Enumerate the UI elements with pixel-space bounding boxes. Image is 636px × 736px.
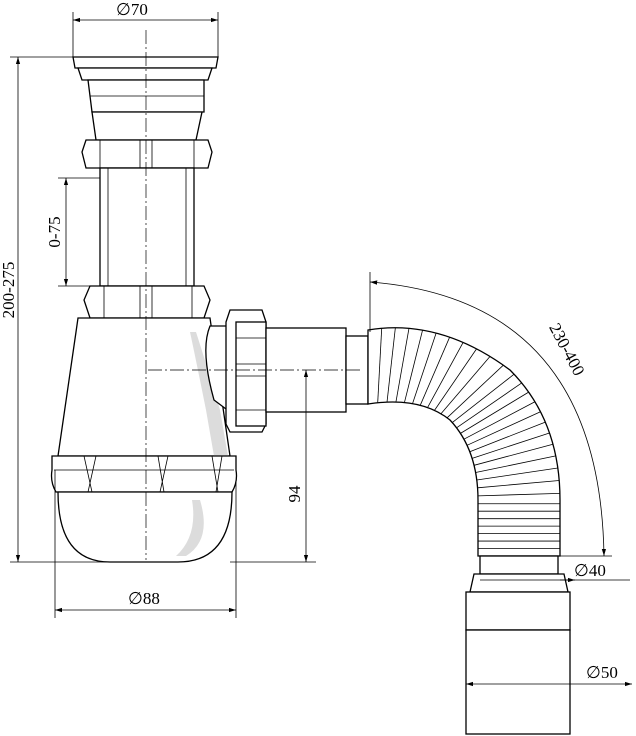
dim-d40: ∅40 xyxy=(480,561,630,583)
svg-text:∅88: ∅88 xyxy=(128,589,160,608)
dim-d70: ∅70 xyxy=(72,0,219,57)
strainer-top xyxy=(72,56,219,141)
dim-height-total: 200-275 xyxy=(0,56,110,563)
lower-nut xyxy=(83,285,211,319)
dim-h94: 94 xyxy=(230,370,316,563)
svg-text:200-275: 200-275 xyxy=(0,262,18,319)
svg-text:∅50: ∅50 xyxy=(586,663,618,682)
svg-text:0-75: 0-75 xyxy=(45,216,64,247)
bottle-cap xyxy=(57,491,233,563)
hose-outlet xyxy=(465,555,571,735)
dim-d50: ∅50 xyxy=(466,663,632,687)
dim-d88: ∅88 xyxy=(54,470,237,618)
bottle-ring xyxy=(50,455,238,493)
flexible-hose xyxy=(367,327,561,557)
outlet-nut xyxy=(225,309,267,433)
telescopic-tube xyxy=(99,167,195,287)
svg-text:∅40: ∅40 xyxy=(574,561,606,580)
svg-text:∅70: ∅70 xyxy=(116,0,148,19)
upper-nut xyxy=(81,139,213,169)
dim-adjust-range: 0-75 xyxy=(45,177,100,287)
bottle-body xyxy=(57,317,231,457)
svg-text:94: 94 xyxy=(285,485,304,503)
